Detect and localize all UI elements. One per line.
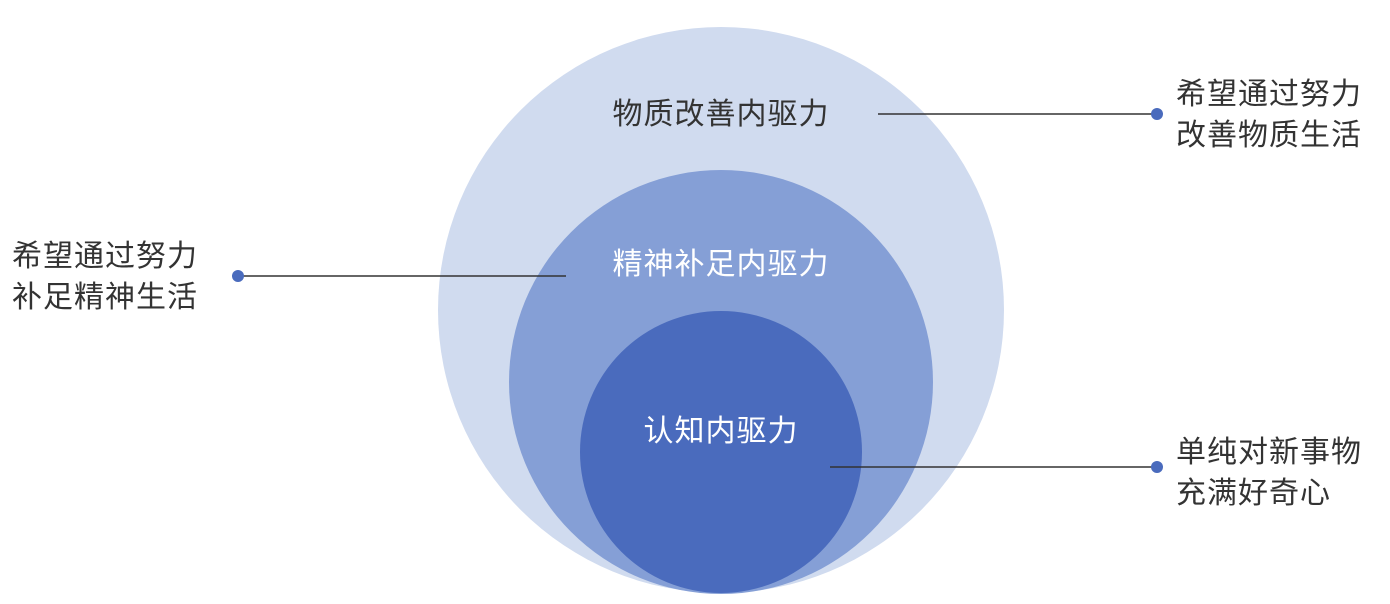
connector-dot-middle xyxy=(232,270,244,282)
inner-circle-cognitive xyxy=(580,311,862,593)
note-inner-line-1: 单纯对新事物 xyxy=(1176,435,1362,470)
inner-circle-label: 认知内驱力 xyxy=(644,414,799,449)
note-outer-line-2: 改善物质生活 xyxy=(1176,118,1362,153)
note-inner-line-2: 充满好奇心 xyxy=(1176,476,1331,511)
note-middle-line-2: 补足精神生活 xyxy=(12,280,198,315)
connector-dot-outer xyxy=(1151,108,1163,120)
note-middle-line-1: 希望通过努力 xyxy=(12,239,198,274)
note-outer-line-1: 希望通过努力 xyxy=(1176,77,1362,112)
outer-circle-label: 物质改善内驱力 xyxy=(613,97,830,132)
middle-circle-label: 精神补足内驱力 xyxy=(613,247,830,282)
connector-dot-inner xyxy=(1151,461,1163,473)
